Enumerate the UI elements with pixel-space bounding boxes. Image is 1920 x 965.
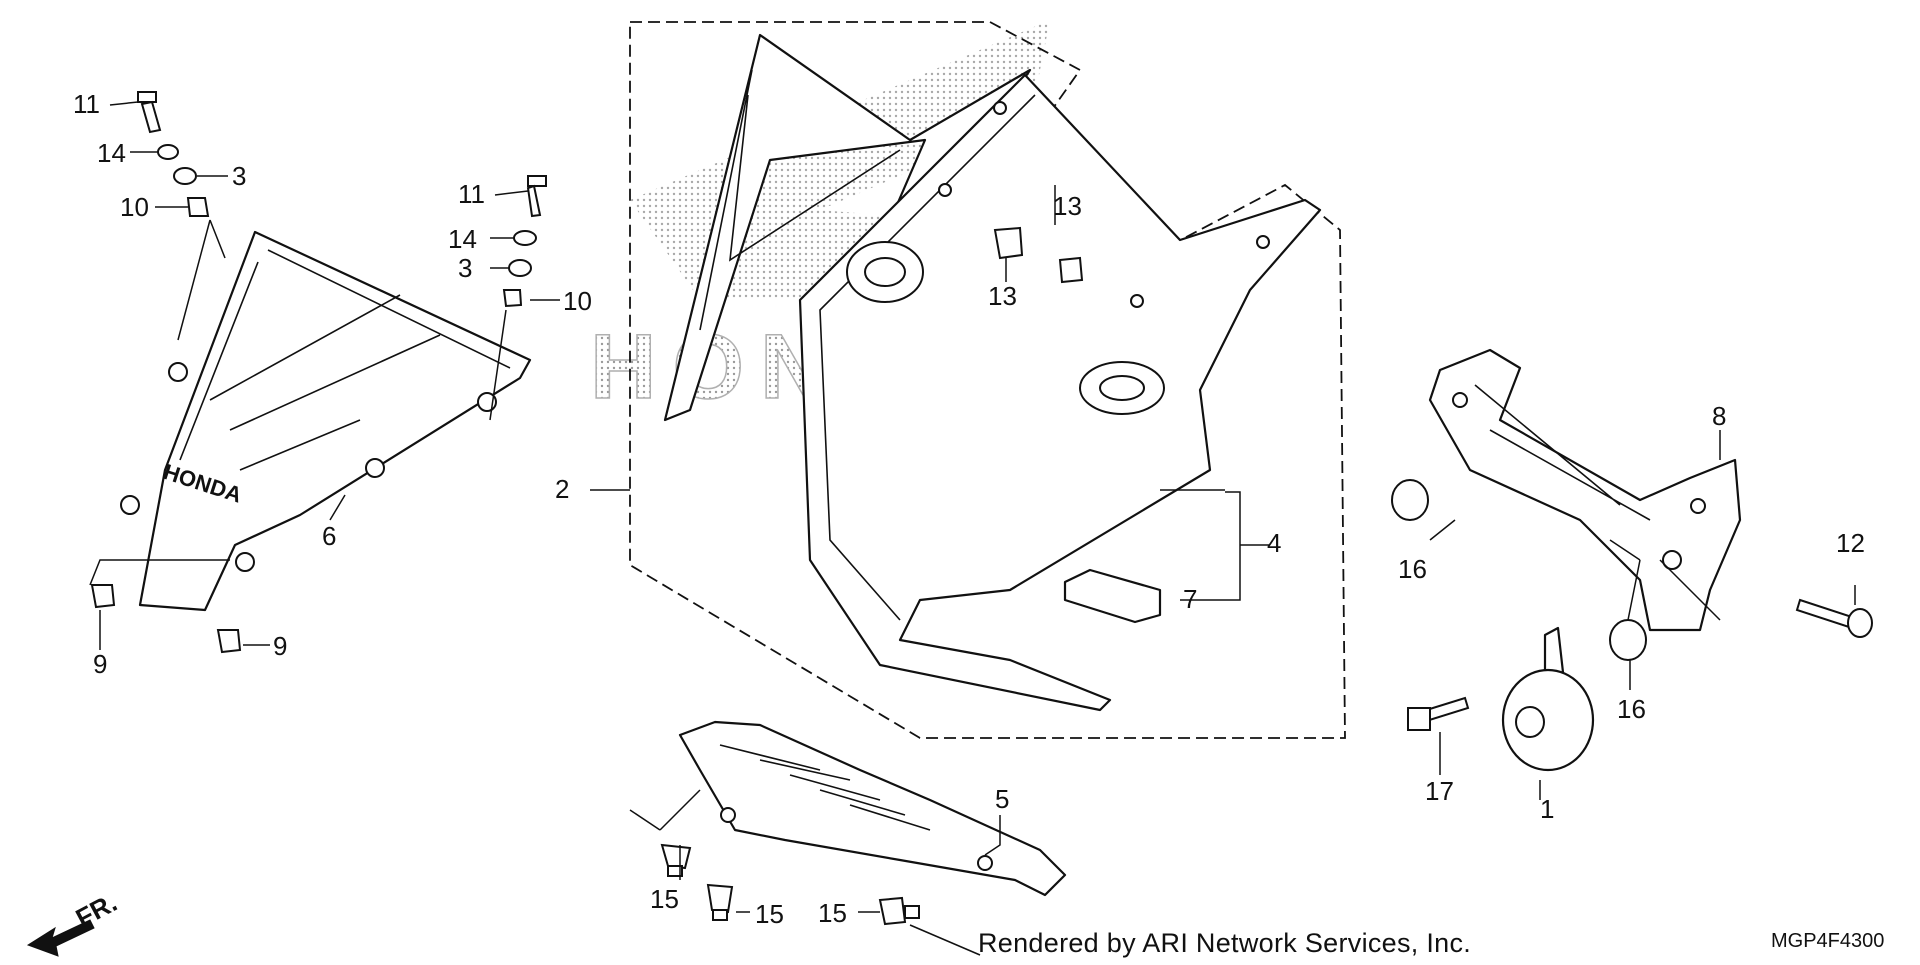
render-credit: Rendered by ARI Network Services, Inc. [978, 928, 1472, 958]
collar-10-right[interactable] [502, 289, 523, 308]
screw-11-left[interactable] [137, 91, 162, 134]
callout-4: 4 [1267, 528, 1281, 558]
callout-11-left: 11 [73, 89, 100, 119]
cowl-mount-hole [938, 183, 952, 197]
callout-10-left: 10 [120, 192, 149, 222]
collar-10-left[interactable] [186, 197, 210, 217]
callout-15-c: 15 [818, 898, 847, 928]
callout-15-b: 15 [755, 899, 784, 929]
stay-hole [1662, 550, 1682, 570]
callout-7: 7 [1183, 584, 1197, 614]
callout-8: 8 [1712, 401, 1726, 431]
windscreen[interactable]: HONDA [120, 230, 532, 612]
callout-5: 5 [995, 784, 1009, 814]
under-cowl-ribs [719, 744, 931, 831]
bolt-17[interactable] [1407, 696, 1470, 731]
grommet-3-left[interactable] [173, 167, 197, 185]
windscreen-edge-lines [179, 249, 511, 461]
screw-11-right[interactable] [526, 175, 547, 218]
callout-15-a: 15 [650, 884, 679, 914]
windscreen-mount-hole [120, 495, 140, 515]
callout-16-right: 16 [1617, 694, 1646, 724]
rubber-16-right[interactable] [1609, 619, 1647, 661]
under-cowl-body [678, 720, 1067, 897]
windscreen-mount-hole [235, 552, 255, 572]
under-cowl[interactable] [678, 720, 1067, 897]
arrow-icon [26, 919, 95, 957]
windscreen-mount-hole [365, 458, 385, 478]
cowl-mount-hole [1130, 294, 1144, 308]
meter-stay-frame [1428, 348, 1742, 632]
cowl-duct-opening-inner [864, 257, 906, 287]
rubber-16-left[interactable] [1391, 479, 1429, 521]
bolt-12[interactable] [1795, 598, 1873, 638]
callout-17: 17 [1425, 776, 1454, 806]
meter-stay-lines [1474, 384, 1651, 521]
side-duct-opening-inner [1099, 375, 1145, 401]
callout-14-left: 14 [97, 138, 126, 168]
trim-clip-15-b[interactable] [706, 883, 734, 921]
grommet-3-right[interactable] [508, 259, 532, 277]
side-cowl-inner-line [819, 94, 1036, 621]
horn-body [1501, 668, 1595, 772]
callout-11-right: 11 [458, 179, 485, 209]
washer-14-right[interactable] [513, 230, 537, 246]
callout-2: 2 [555, 474, 569, 504]
callout-9-center: 9 [273, 631, 287, 661]
callout-12: 12 [1836, 528, 1865, 558]
stay-hole [1452, 392, 1468, 408]
meter-stay[interactable] [1428, 348, 1742, 632]
callout-13-bottom: 13 [988, 281, 1017, 311]
stay-hole [1690, 498, 1706, 514]
callout-13-top: 13 [1053, 191, 1082, 221]
callout-1: 1 [1540, 794, 1554, 824]
callout-9-left: 9 [93, 649, 107, 679]
seal-strip[interactable] [1063, 568, 1162, 624]
callout-6: 6 [322, 521, 336, 551]
callout-10-right: 10 [563, 286, 592, 316]
windscreen-mount-hole [168, 362, 188, 382]
clip-13-right[interactable] [1058, 256, 1084, 284]
horn[interactable] [1501, 626, 1595, 772]
leader-lines [89, 101, 1856, 956]
upper-cowl[interactable] [663, 33, 1322, 712]
grommet-9-center[interactable] [216, 629, 242, 654]
front-direction-arrow: FR. [26, 887, 122, 957]
trim-clip-15-c[interactable] [878, 896, 920, 926]
cowl-vent-lines [699, 69, 901, 331]
under-cowl-hole [977, 855, 993, 871]
callout-14-right: 14 [448, 224, 477, 254]
callout-3-right: 3 [458, 253, 472, 283]
trim-clip-15-a[interactable] [660, 843, 692, 877]
horn-center [1515, 706, 1545, 738]
diagram-code: MGP4F4300 [1771, 930, 1885, 952]
washer-14-left[interactable] [157, 144, 179, 160]
clip-13-left[interactable] [993, 226, 1024, 260]
under-cowl-hole [720, 807, 736, 823]
assembly-group-outline [629, 21, 1346, 739]
windscreen-reflection-lines [209, 294, 441, 471]
callouts: 1 2 3 3 4 5 6 7 8 9 9 10 10 11 11 12 13 … [73, 89, 1865, 929]
cowl-mount-hole [993, 101, 1007, 115]
cowl-mount-hole [1256, 235, 1270, 249]
grommet-9-left[interactable] [90, 584, 116, 609]
side-cowl [798, 73, 1322, 712]
callout-3-left: 3 [232, 161, 246, 191]
callout-16-left: 16 [1398, 554, 1427, 584]
windscreen-body [138, 230, 532, 612]
